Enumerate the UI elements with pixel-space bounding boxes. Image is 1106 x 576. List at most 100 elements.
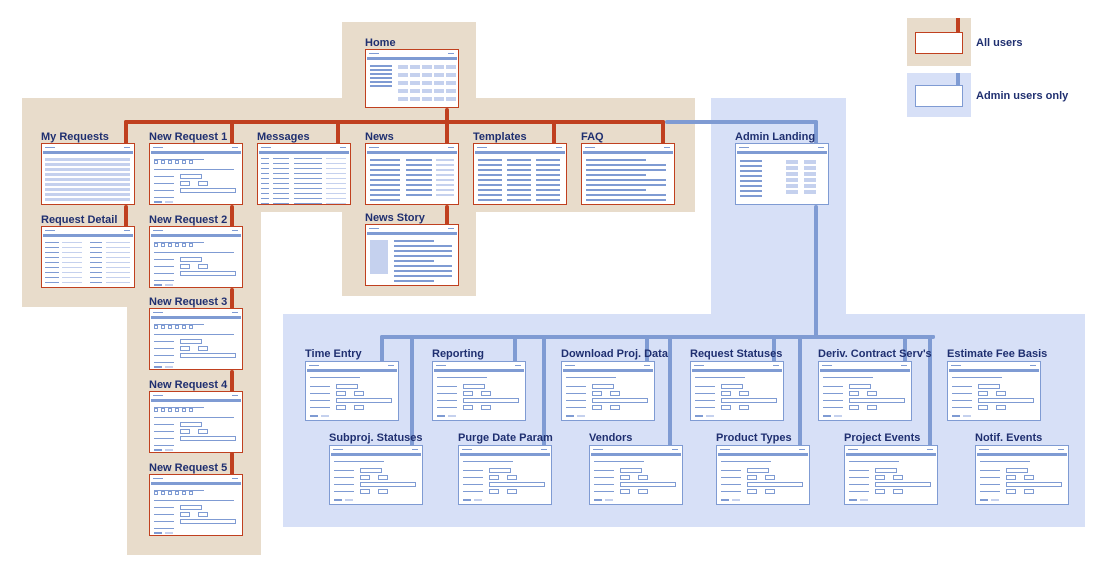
connector [668,335,672,455]
wireframe-line [434,89,444,93]
connector [814,120,818,146]
wireframe-field [610,405,620,410]
legend-all-users-swatch [907,18,971,66]
wireframe-line [106,282,130,283]
wireframe-line [823,400,843,401]
wireframe-line [740,190,762,192]
wireframe-line [370,81,392,83]
wireframe-line [45,183,130,186]
node-label-new-request-4: New Request 4 [149,379,228,391]
page-thumbnail [365,224,459,286]
wireframe-line [154,445,174,446]
wireframe-line [310,400,330,401]
connector [513,335,517,363]
wireframe-navbar [307,369,397,372]
wireframe-line [261,188,269,189]
node-label-home: Home [365,37,396,49]
wireframe-line [90,272,102,273]
wireframe-line [594,491,614,492]
admin-zone-top [711,98,846,314]
wireframe-line [980,484,1000,485]
wireframe-line [507,159,531,161]
wireframe-header [948,362,1040,369]
wireframe-line [1030,365,1036,366]
wireframe-line [434,73,444,77]
wireframe-line [294,163,322,164]
wireframe-line [370,85,392,87]
wireframe-line [326,183,346,184]
wireframe-field [360,489,370,494]
connector [336,120,340,146]
wireframe-line [566,400,586,401]
wireframe-line [860,499,868,501]
wireframe-line [232,230,238,231]
wireframe-line [62,282,82,283]
legend-page-icon [915,32,963,54]
wireframe-line [721,484,741,485]
wireframe-line [706,415,714,417]
legend-all-users-label: All users [976,37,1023,49]
wireframe-line [804,160,816,164]
connector [124,205,128,230]
connector [124,120,128,146]
wireframe-field [849,405,859,410]
wireframe-line [446,81,456,85]
wireframe-line [326,163,346,164]
wireframe-line [786,160,798,164]
wireframe-line [437,377,487,378]
wireframe-line [370,179,400,181]
wireframe-navbar [259,151,349,154]
wireframe-line [740,175,762,177]
wireframe-line [786,184,798,188]
wireframe-line [804,184,816,188]
wireframe-line [536,179,560,181]
wireframe-line [448,53,454,54]
wireframe-line [321,415,329,417]
wireframe-field [189,243,193,247]
wireframe-line [154,521,174,522]
wireframe-line [394,250,452,252]
connector [903,335,907,363]
wireframe-line [952,407,972,408]
wireframe-field [336,405,346,410]
wireframe-line [536,189,560,191]
wireframe-line [410,81,420,85]
wireframe-field [180,422,202,427]
wireframe-line [536,194,560,196]
wireframe-field [620,468,642,473]
wireframe-line [980,477,1000,478]
wireframe-line [154,280,174,281]
wireframe-line [422,97,432,101]
wireframe-header [150,309,242,316]
wireframe-line [154,259,174,260]
wireframe-line [804,178,816,182]
page-thumbnail [149,391,243,453]
wireframe-field [198,512,208,517]
connector [445,108,449,124]
wireframe-field [592,405,602,410]
node-label-reporting: Reporting [432,348,484,360]
wireframe-line [721,499,729,501]
wireframe-line [739,147,749,148]
page-thumbnail [735,143,829,205]
wireframe-line [536,199,560,201]
wireframe-field [154,325,158,329]
node-label-notif-events: Notif. Events [975,432,1043,444]
wireframe-field [721,391,731,396]
wireframe-field [481,405,491,410]
wireframe-navbar [977,453,1067,456]
wireframe-header [150,144,242,151]
wireframe-line [154,324,204,325]
wireframe-field [182,491,186,495]
wireframe-line [463,461,513,462]
wireframe-line [740,195,762,197]
wireframe-line [334,491,354,492]
connector [552,120,556,146]
wireframe-field [198,264,208,269]
wireframe-line [90,252,102,253]
wireframe-line [434,81,444,85]
wireframe-field [1024,489,1034,494]
legend-blue-line [956,73,960,85]
wireframe-line [478,199,502,201]
